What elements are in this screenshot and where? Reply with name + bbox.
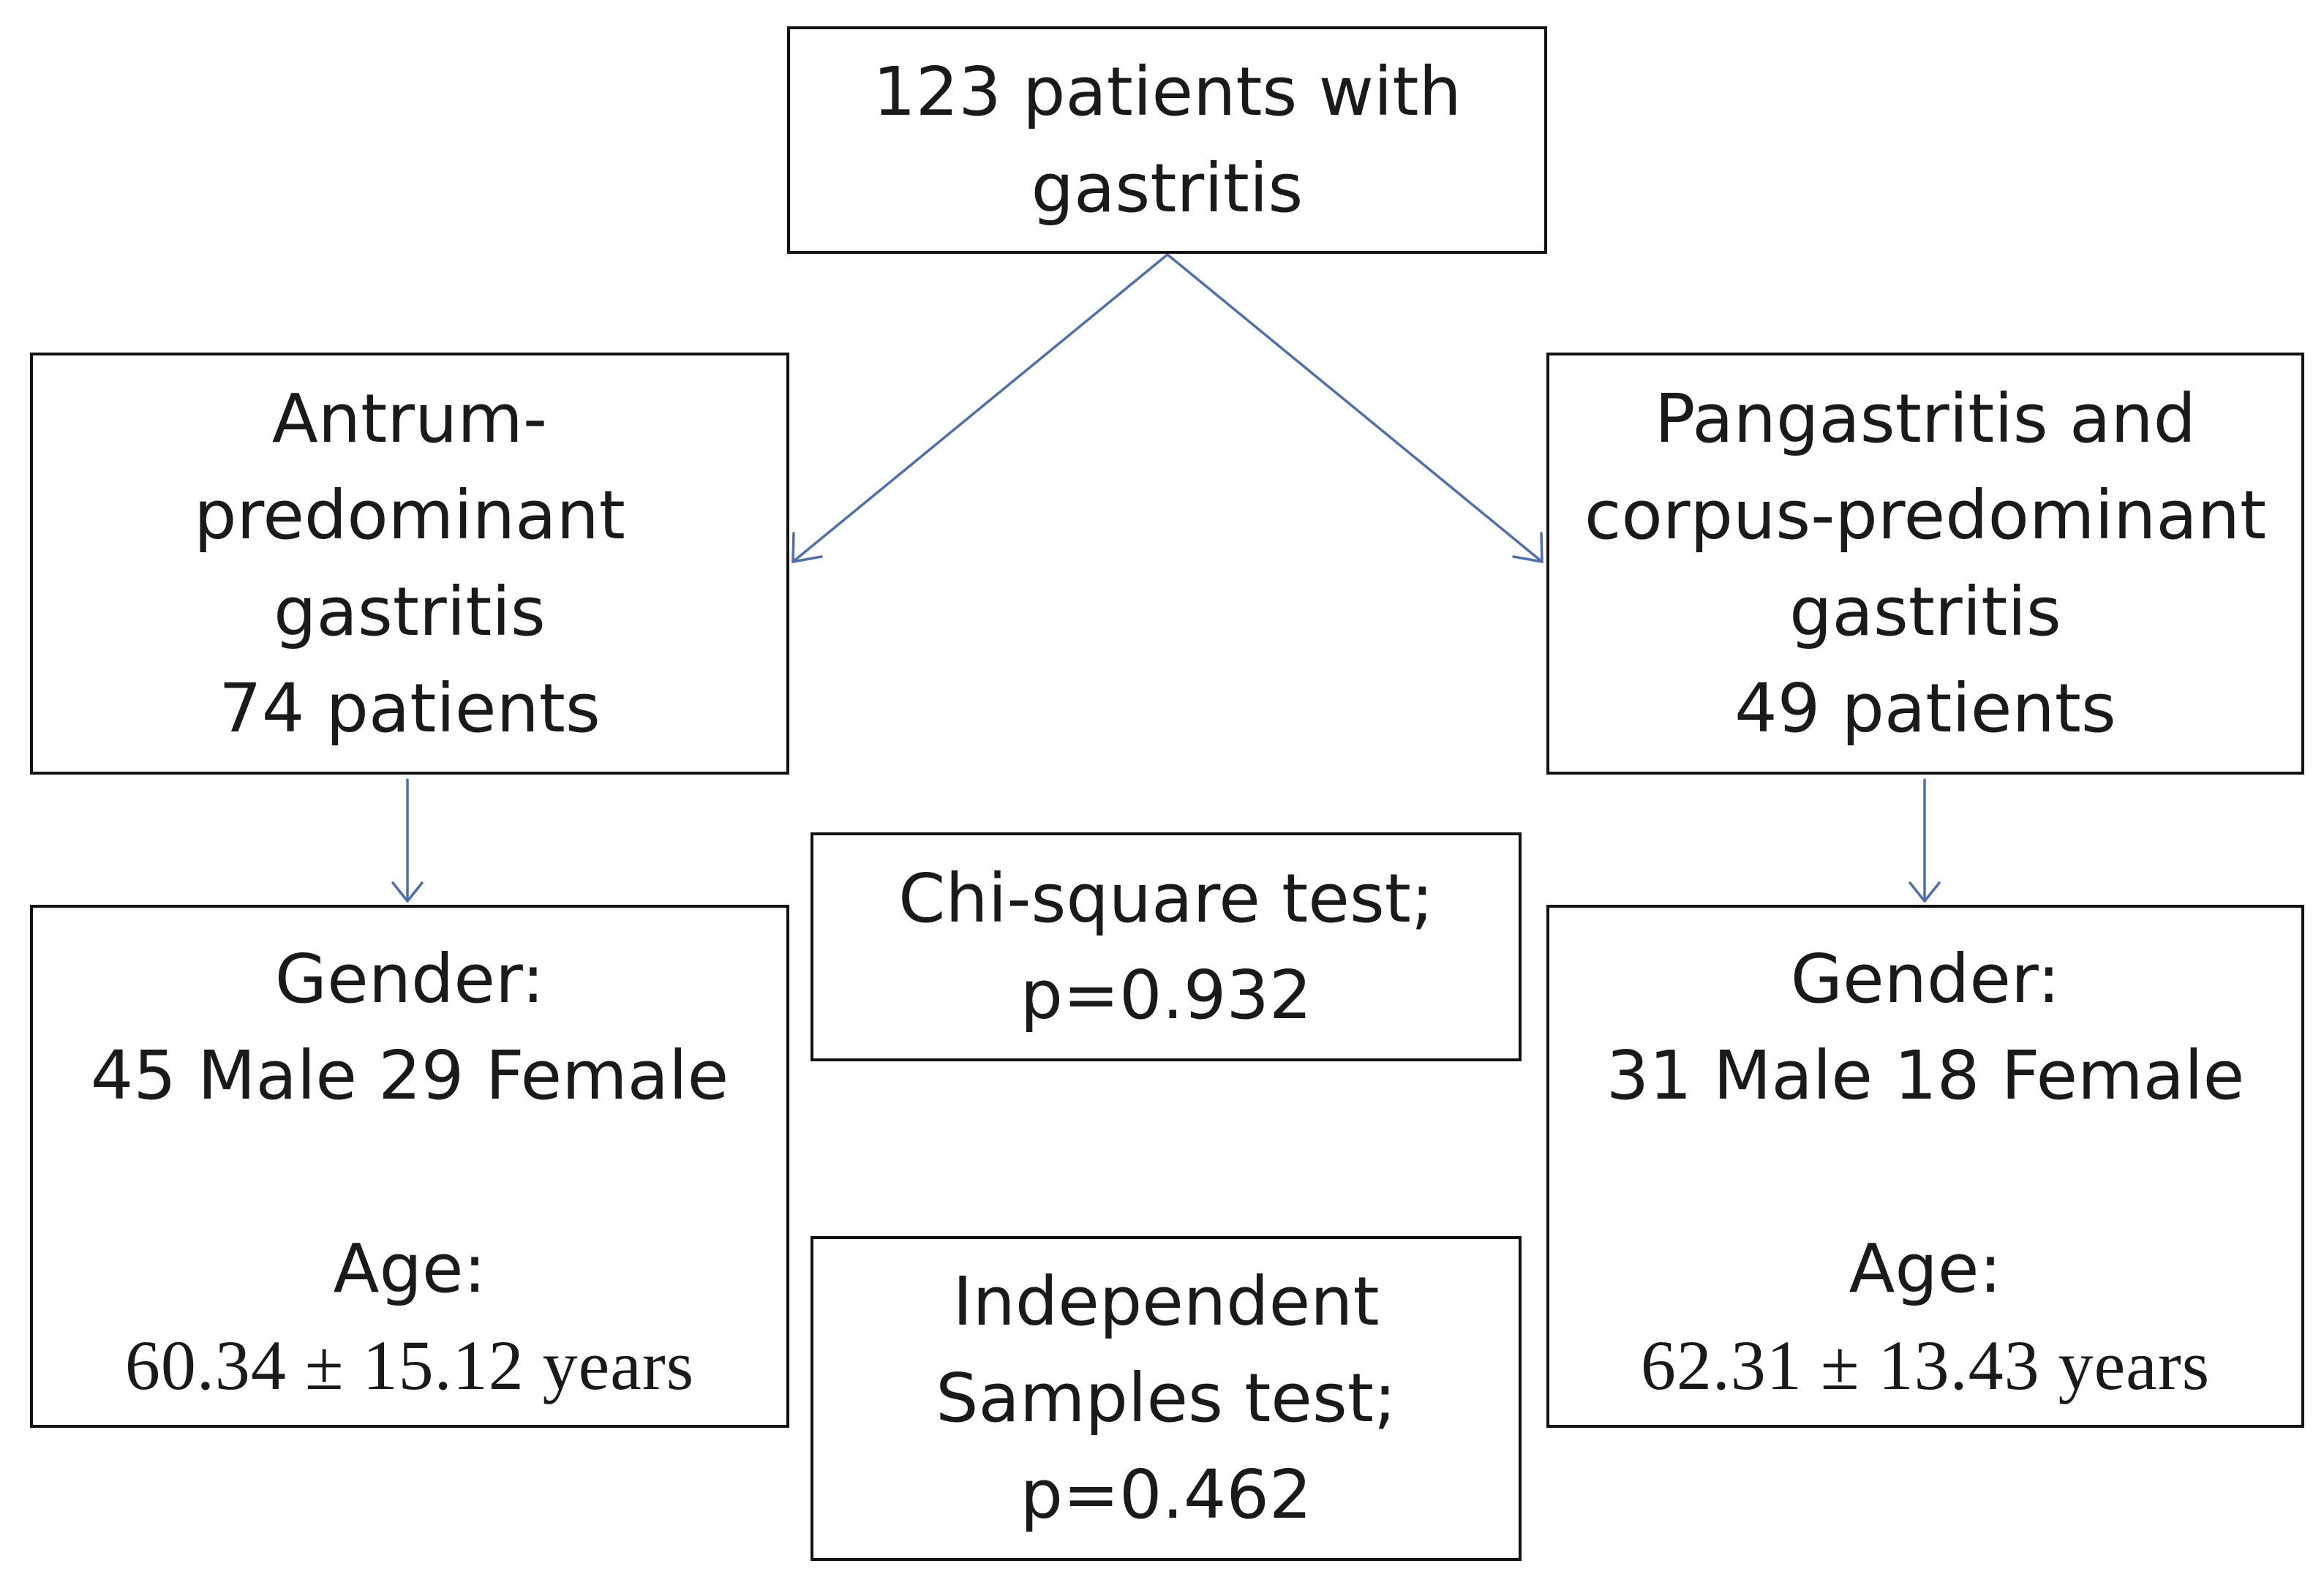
- arrowhead-right-to-stats: [1909, 881, 1941, 903]
- pangastritis-line-3: gastritis: [1789, 572, 2061, 651]
- pangastritis-corpus-box: Pangastritis and corpus-predominant gast…: [1546, 353, 2304, 775]
- antrum-line-3: gastritis: [274, 572, 546, 651]
- antrum-gender-label: Gender:: [274, 940, 545, 1018]
- pangastritis-age-value: 62.31 ± 13.43 years: [1640, 1326, 2211, 1404]
- pangastritis-line-1: Pangastritis and: [1654, 379, 2197, 458]
- ttest-p-value: p=0.462: [1020, 1456, 1312, 1534]
- pangastritis-demographics-box: Gender: 31 Male 18 Female Age: 62.31 ± 1…: [1546, 905, 2304, 1428]
- antrum-demographics-box: Gender: 45 Male 29 Female Age: 60.34 ± 1…: [30, 905, 789, 1428]
- chi-square-test-box: Chi-square test; p=0.932: [811, 832, 1522, 1061]
- antrum-line-2: predominant: [194, 475, 625, 554]
- chi-square-p-value: p=0.932: [1020, 955, 1312, 1034]
- root-line-1: 123 patients with: [873, 52, 1462, 131]
- arrow-root-to-right: [1166, 253, 1543, 563]
- pangastritis-gender-label: Gender:: [1790, 940, 2061, 1018]
- antrum-patient-count: 74 patients: [219, 669, 601, 748]
- pangastritis-age-label: Age:: [1849, 1230, 2002, 1308]
- root-line-2: gastritis: [1031, 148, 1304, 227]
- antrum-age-value: 60.34 ± 15.12 years: [124, 1326, 695, 1404]
- chi-square-label: Chi-square test;: [898, 859, 1434, 938]
- independent-samples-test-box: Independent Samples test; p=0.462: [811, 1236, 1522, 1561]
- arrowhead-root-to-left: [791, 532, 823, 563]
- arrowhead-left-to-stats: [391, 881, 424, 903]
- antrum-line-1: Antrum-: [271, 379, 548, 458]
- antrum-predominant-box: Antrum- predominant gastritis 74 patient…: [30, 353, 789, 775]
- pangastritis-patient-count: 49 patients: [1734, 669, 2116, 748]
- antrum-age-label: Age:: [333, 1230, 486, 1308]
- ttest-label-line-2: Samples test;: [936, 1359, 1396, 1437]
- antrum-gender-value: 45 Male 29 Female: [90, 1036, 729, 1115]
- arrow-root-to-left: [791, 253, 1169, 563]
- arrowhead-root-to-right: [1512, 532, 1543, 563]
- pangastritis-gender-value: 31 Male 18 Female: [1606, 1036, 2245, 1115]
- ttest-label-line-1: Independent: [952, 1262, 1380, 1341]
- root-patients-box: 123 patients with gastritis: [787, 26, 1547, 254]
- pangastritis-line-2: corpus-predominant: [1584, 475, 2267, 554]
